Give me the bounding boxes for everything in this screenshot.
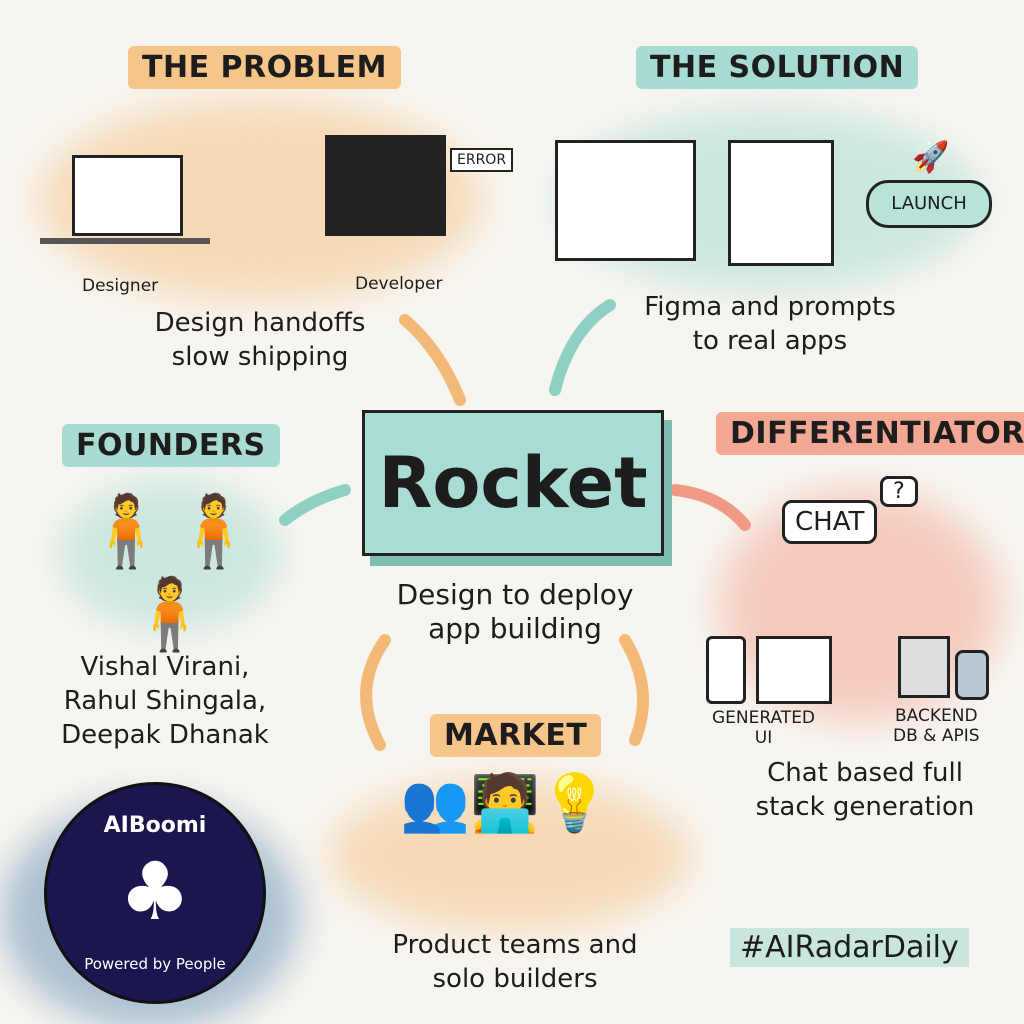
phone-icon — [706, 636, 746, 704]
arrow-to-problem — [399, 314, 466, 406]
founders-heading: FOUNDERS — [62, 424, 280, 467]
badge-tagline: Powered by People — [84, 955, 226, 973]
figma-window-icon — [555, 140, 696, 261]
badge-name: AIBoomi — [103, 813, 207, 838]
market-heading: MARKET — [430, 714, 602, 757]
error-bubble: ERROR — [450, 148, 514, 172]
developer-label: Developer — [355, 274, 443, 294]
database-icon — [955, 650, 989, 700]
solution-heading: THE SOLUTION — [636, 46, 919, 89]
desk-icon — [40, 238, 210, 244]
designer-label: Designer — [82, 276, 159, 296]
rocket-title-block: Rocket — [362, 410, 664, 556]
rocket-title: Rocket — [378, 442, 648, 524]
rocket-icon: 🚀 — [912, 140, 950, 175]
tree-logo-icon: ♣ — [119, 845, 191, 938]
hashtag: #AIRadarDaily — [730, 928, 969, 967]
chat-bubble: CHAT — [782, 500, 878, 544]
server-icon — [898, 636, 950, 698]
code-window-icon — [728, 140, 834, 266]
arrow-to-founders — [279, 484, 351, 526]
arrow-to-market-right — [619, 634, 649, 746]
aiboomi-badge: AIBoomi ♣ Powered by People — [44, 782, 266, 1004]
launch-button: LAUNCH — [866, 180, 992, 228]
differentiator-heading: DIFFERENTIATOR — [716, 412, 1024, 455]
founders-illustration: 🧍🧍🧍 — [82, 490, 258, 655]
arrow-to-solution — [549, 299, 616, 396]
question-bubble: ? — [880, 476, 918, 507]
market-illustration: 👥🧑‍💻💡 — [400, 771, 610, 836]
browser-icon — [756, 636, 832, 704]
designer-monitor-icon — [72, 155, 183, 236]
arrow-to-differentiator — [669, 484, 751, 531]
developer-monitor-icon — [325, 135, 446, 236]
founders-names: Vishal Virani,Rahul Shingala,Deepak Dhan… — [61, 652, 269, 750]
arrow-to-market-left — [360, 634, 391, 751]
problem-heading: THE PROBLEM — [128, 46, 401, 89]
